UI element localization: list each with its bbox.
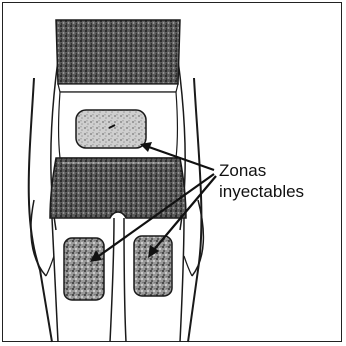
abdomen-injection-zone <box>76 110 146 148</box>
label-line-2: inyectables <box>219 181 304 202</box>
label-line-1: Zonas <box>219 160 304 181</box>
upper-garment <box>56 20 180 92</box>
left-thigh-injection-zone <box>134 236 172 296</box>
right-thigh-injection-zone <box>64 238 104 300</box>
injection-zones-label: Zonas inyectables <box>219 160 304 202</box>
